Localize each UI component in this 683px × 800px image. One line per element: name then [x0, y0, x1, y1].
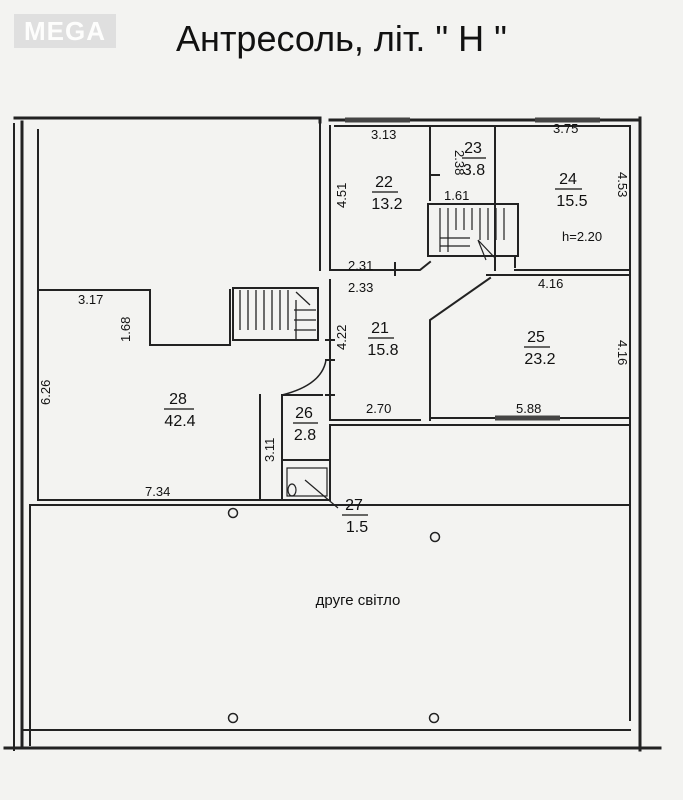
dim-3-11: 3.11 — [262, 438, 277, 462]
columns — [227, 507, 441, 724]
second-light-label: друге світло — [316, 592, 401, 609]
stairs-right — [439, 208, 505, 261]
room-area: 3.8 — [463, 162, 485, 179]
room-number: 21 — [371, 320, 389, 337]
room-23-label: 23 3.8 — [462, 140, 486, 179]
dim-4-53: 4.53 — [615, 172, 630, 197]
room-number: 26 — [295, 405, 313, 422]
dim-4-16-side: 4.16 — [615, 340, 630, 365]
room-area: 15.5 — [556, 193, 587, 210]
dimension-labels: 3.13 2.38 3.75 4.51 1.61 4.53 2.31 2.33 … — [38, 121, 630, 499]
door-arc — [281, 359, 327, 396]
dim-1-68: 1.68 — [118, 317, 133, 342]
leader-line-27 — [304, 479, 339, 509]
room-21-label: 21 15.8 — [367, 320, 398, 359]
room-area: 23.2 — [524, 351, 555, 368]
dim-2-33: 2.33 — [348, 280, 373, 295]
room-area: 15.8 — [367, 342, 398, 359]
room-area: 13.2 — [371, 196, 402, 213]
room-area: 1.5 — [346, 519, 368, 536]
windows — [345, 117, 600, 421]
dim-2-70: 2.70 — [366, 401, 391, 416]
dim-3-13: 3.13 — [371, 127, 396, 142]
dim-7-34: 7.34 — [145, 484, 170, 499]
door-marks — [325, 174, 516, 396]
height-note: h=2.20 — [562, 229, 602, 244]
dim-5-88: 5.88 — [516, 401, 541, 416]
room-number: 22 — [375, 174, 393, 191]
dim-2-31: 2.31 — [348, 258, 373, 273]
column-marker — [428, 712, 440, 724]
column-marker — [429, 531, 441, 543]
stairs-left — [232, 287, 319, 341]
dim-4-16-top: 4.16 — [538, 276, 563, 291]
column-marker — [227, 712, 239, 724]
room-number: 24 — [559, 171, 577, 188]
watermark-logo: MEGA — [14, 14, 116, 48]
room-24-label: 24 15.5 — [555, 171, 588, 210]
page-title: Антресоль, літ. " Н " — [176, 18, 507, 59]
room-area: 42.4 — [164, 413, 195, 430]
room-number: 28 — [169, 391, 187, 408]
walls — [3, 116, 662, 752]
room-area: 2.8 — [294, 427, 316, 444]
room-28-label: 28 42.4 — [164, 391, 196, 430]
room-number: 27 — [345, 497, 363, 514]
dim-3-17: 3.17 — [78, 292, 103, 307]
room-number: 25 — [527, 329, 545, 346]
room-26-label: 26 2.8 — [293, 405, 318, 444]
dim-4-22: 4.22 — [334, 325, 349, 350]
room-22-label: 22 13.2 — [371, 174, 402, 213]
dim-1-61: 1.61 — [444, 188, 469, 203]
toilet-fixture — [286, 467, 328, 497]
column-marker — [227, 507, 239, 519]
room-number: 23 — [464, 140, 482, 157]
room-27-label: 27 1.5 — [342, 497, 368, 536]
dim-3-75: 3.75 — [553, 121, 578, 136]
dim-4-51: 4.51 — [334, 183, 349, 208]
dim-6-26: 6.26 — [38, 380, 53, 405]
room-labels: 21 15.8 22 13.2 23 3.8 24 15.5 25 23.2 2… — [164, 140, 588, 536]
dim-2-38: 2.38 — [452, 150, 467, 175]
room-25-label: 25 23.2 — [524, 329, 556, 368]
toilet-icon — [287, 483, 297, 497]
